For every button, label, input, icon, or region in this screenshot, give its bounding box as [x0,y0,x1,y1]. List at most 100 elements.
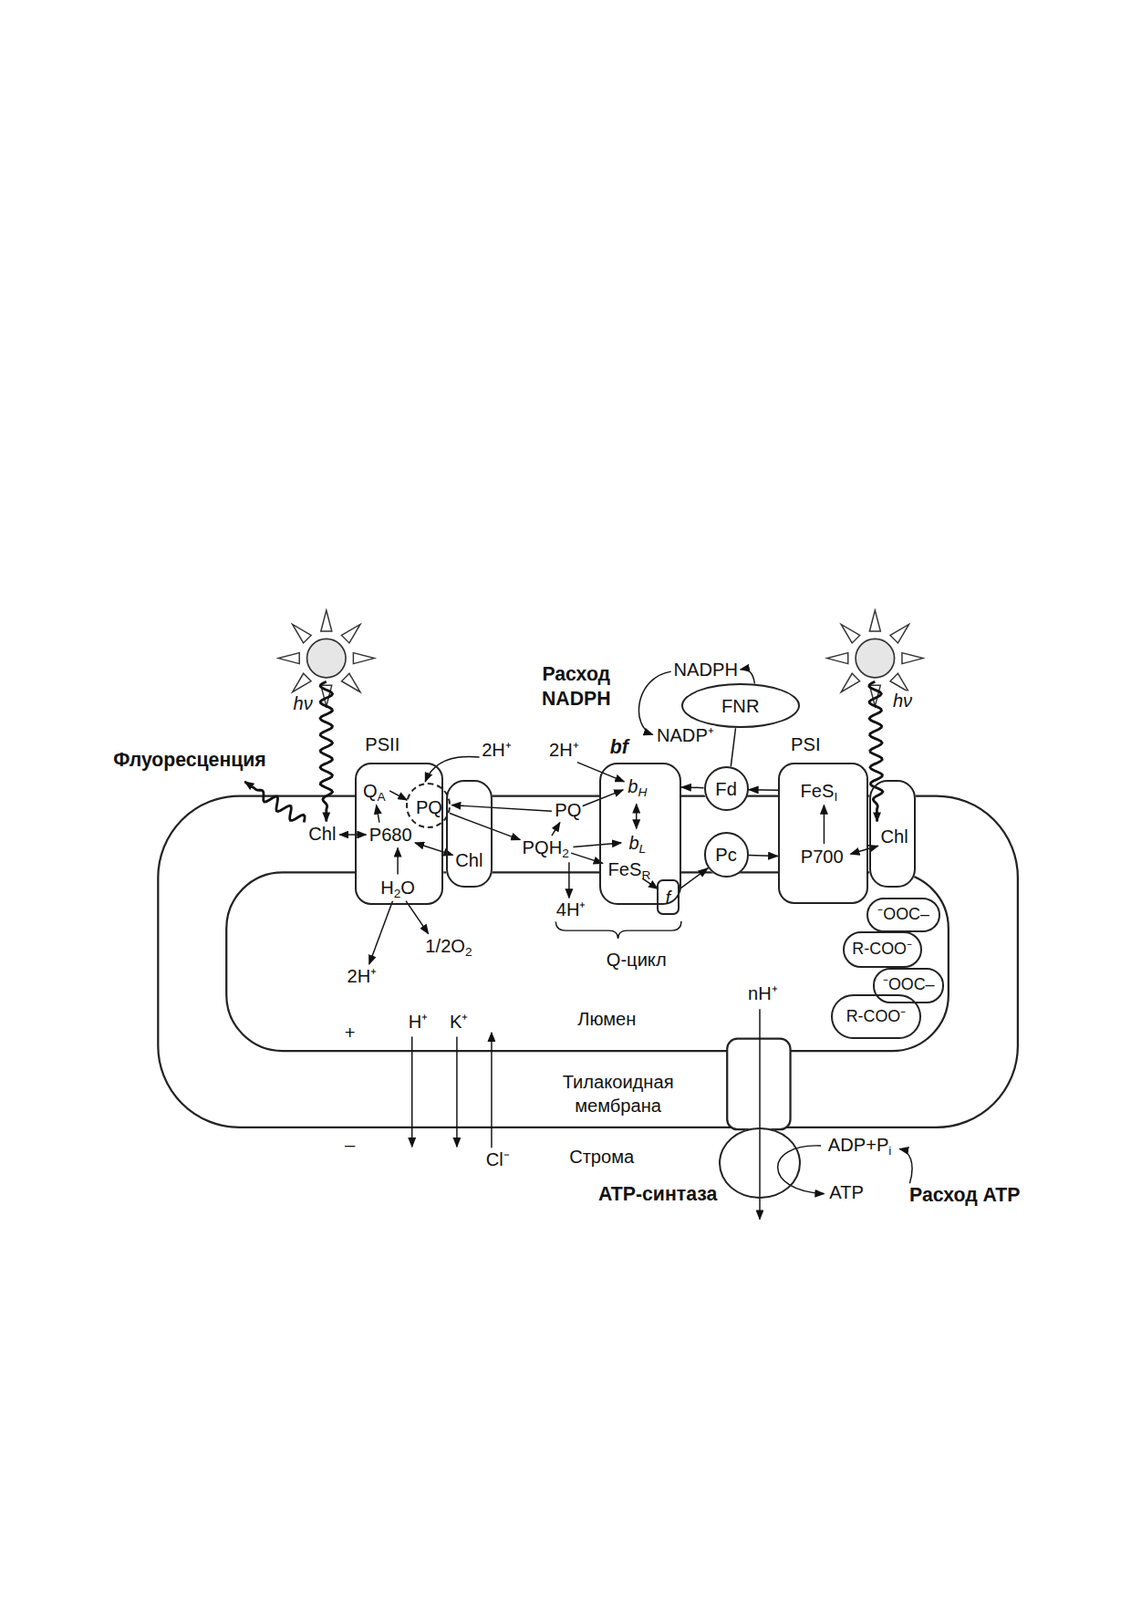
label: H⁺ [407,1012,430,1034]
connector [681,786,705,789]
node-ground [842,931,923,968]
sun-ray [321,610,333,632]
connector [679,868,709,890]
sun-ray [341,623,360,643]
connector [748,854,779,857]
reaction-arrow [572,842,622,847]
label: Chl [307,823,337,845]
atp-synthase-f1: ATP-синтаза [718,1127,800,1199]
node-text: FeSR [607,859,651,880]
node-text: P680 [369,824,413,845]
reaction-arrow [369,901,394,965]
reaction-arrow [850,845,879,854]
cytochrome-box: bfbHbLFeSR [599,762,681,904]
label: + [343,1022,357,1044]
antenna-box: Chl [869,779,916,887]
sun-disc [855,638,894,677]
node-text: P700 [800,846,844,867]
node-text: ⁻OOC– [877,905,930,924]
reaction-arrow [411,1036,413,1147]
label: 2H⁺ [480,739,513,761]
reaction-arrow [456,1036,457,1147]
node-text: ⁻OOC– [882,975,935,995]
label: Люмен [576,1009,637,1031]
carrier-circle: Fd [704,766,749,811]
node-text: ATP-синтаза [598,1184,717,1206]
node-text: FeSI [799,779,838,800]
node-ground [704,832,749,878]
subscript: 2 [561,847,570,862]
label: ADP+Pi [827,1134,893,1156]
curved-arrow [899,1148,913,1183]
curved-arrow [425,756,479,781]
label: hν [291,693,313,715]
subscript: R [641,868,651,882]
label: K⁺ [448,1012,469,1034]
node-text: PSI [790,734,820,755]
reaction-arrow [396,848,398,875]
subscript: H [637,785,647,799]
label: Cl⁻ [485,1150,511,1172]
node-text: FNR [721,695,759,716]
carboxyl-blob: ⁻OOC– [872,967,945,1004]
curved-arrow [778,1145,825,1194]
node-text: PQ [415,797,443,818]
node-ground [704,766,749,811]
reaction-arrow [490,1032,492,1148]
sun-ray [352,653,374,665]
reaction-arrow [568,861,570,898]
label: 1/2O2 [424,935,473,957]
label: 4H⁺ [555,900,588,922]
connector [748,788,779,791]
sun-ray [902,653,924,665]
atp-synthase-fo [726,1038,790,1131]
subscript: i [888,1143,892,1158]
label: Флуоресценция [112,748,268,771]
reaction-arrow [405,901,429,934]
curved-arrow [740,669,756,685]
carboxyl-blob: ⁻OOC– [866,897,941,933]
node-text: Chl [455,850,483,871]
carrier-circle: Pc [704,831,749,877]
sun-ray [278,653,300,665]
photosystem-box: PSIFeSIP700 [778,762,868,903]
node-ground [778,763,868,904]
photosystem-box: PSIIQAP680H2OPQ [354,762,444,904]
sun-ray [840,673,860,692]
connector [730,727,736,767]
label: NADPH [673,659,739,681]
node-text: Pc [715,844,737,865]
reaction-arrow [376,805,380,823]
label: PQ [553,799,582,821]
reaction-arrow [635,803,637,829]
node-text: bf [610,736,629,758]
node-text: f [665,887,672,908]
carboxyl-blob: R-COO⁻ [830,994,921,1039]
reaction-arrow [570,852,603,863]
light-wave [320,681,333,821]
reaction-arrow [551,822,561,837]
node-text: Chl [880,826,908,847]
antenna-box: Chl [446,779,493,887]
sun-ray [890,673,909,692]
node-text: bH [627,776,647,797]
label: nH⁺ [747,984,779,1006]
sun-ray [840,623,860,643]
subscript: 2 [465,944,473,959]
node-text: R-COO⁻ [846,1007,907,1027]
sun-disc [307,638,346,677]
node-text: Fd [715,778,737,799]
label: PQH2 [521,838,571,860]
node-text: bL [628,831,646,852]
reaction-arrow [581,789,623,807]
q-cycle-brace [555,921,682,939]
node-text: R-COO⁻ [851,940,913,959]
subscript: 2 [394,886,402,901]
node-text: PSII [364,734,400,755]
sun-ray [292,623,312,643]
enzyme-ellipse: FNR [681,683,800,728]
label: ATP [828,1182,865,1204]
label: 2H⁺ [346,966,379,988]
reaction-arrow [449,813,520,841]
